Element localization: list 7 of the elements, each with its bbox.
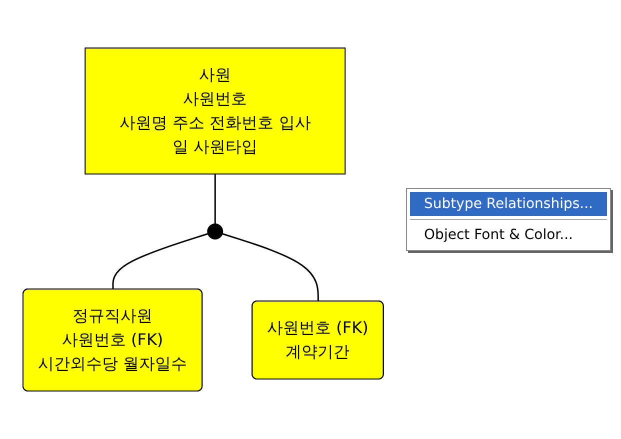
menu-item: Subtype Relationships... — [410, 192, 607, 216]
connector — [222, 233, 319, 302]
menu-item: Object Font & Color... — [423, 226, 574, 245]
node-circle — [206, 224, 223, 240]
connector — [214, 174, 216, 224]
node-box: 사원 사원번호 사원명 주소 전화번호 입사일 사원타입 — [84, 48, 346, 174]
connector — [112, 233, 208, 290]
